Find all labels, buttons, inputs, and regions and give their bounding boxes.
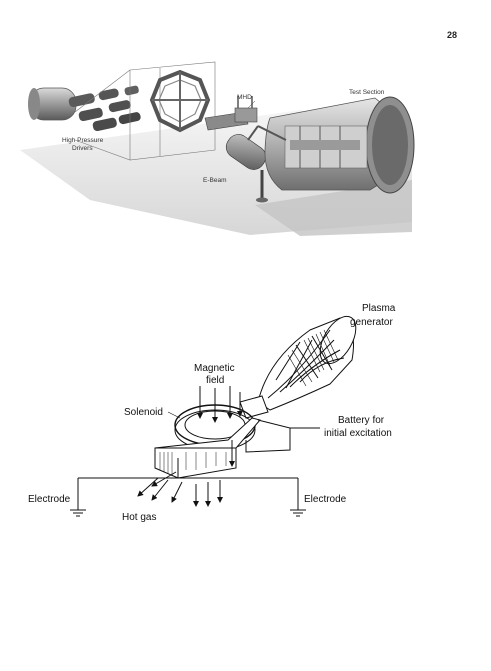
battery-wiring xyxy=(245,419,320,453)
plasma-generator xyxy=(257,315,357,411)
label-mhd: MHD xyxy=(237,94,252,101)
label-test-section: Test Section xyxy=(349,89,385,96)
high-pressure-drivers xyxy=(68,85,141,132)
label-ebeam: E-Beam xyxy=(203,177,226,184)
label-plasma-1: Plasma xyxy=(362,303,396,314)
ground-left-icon xyxy=(70,509,86,517)
label-drivers-2: Drivers xyxy=(72,145,93,152)
electrode-wiring xyxy=(77,477,299,510)
ebeam-unit xyxy=(225,125,268,203)
label-electrode-left: Electrode xyxy=(28,494,71,505)
label-electrode-right: Electrode xyxy=(304,494,347,505)
top-leader-lines xyxy=(247,100,256,109)
bottom-leader-lines xyxy=(167,411,181,419)
page-number: 28 xyxy=(447,30,458,40)
hot-gas-arrows xyxy=(137,471,223,507)
test-section-chamber xyxy=(257,96,415,194)
label-battery-1: Battery for xyxy=(338,415,385,426)
label-drivers-1: High Pressure xyxy=(62,137,104,144)
label-magnetic-1: Magnetic xyxy=(194,363,235,374)
generator-channel xyxy=(154,417,261,479)
mhd-duct xyxy=(204,96,258,131)
label-hot-gas: Hot gas xyxy=(122,512,156,523)
octagonal-ring xyxy=(149,69,211,133)
magnetic-field-arrows xyxy=(197,386,243,467)
label-magnetic-2: field xyxy=(206,375,224,386)
ground-right-icon xyxy=(290,509,306,517)
label-plasma-2: generator xyxy=(350,317,393,328)
label-solenoid: Solenoid xyxy=(124,407,163,418)
label-battery-2: initial excitation xyxy=(324,428,392,439)
